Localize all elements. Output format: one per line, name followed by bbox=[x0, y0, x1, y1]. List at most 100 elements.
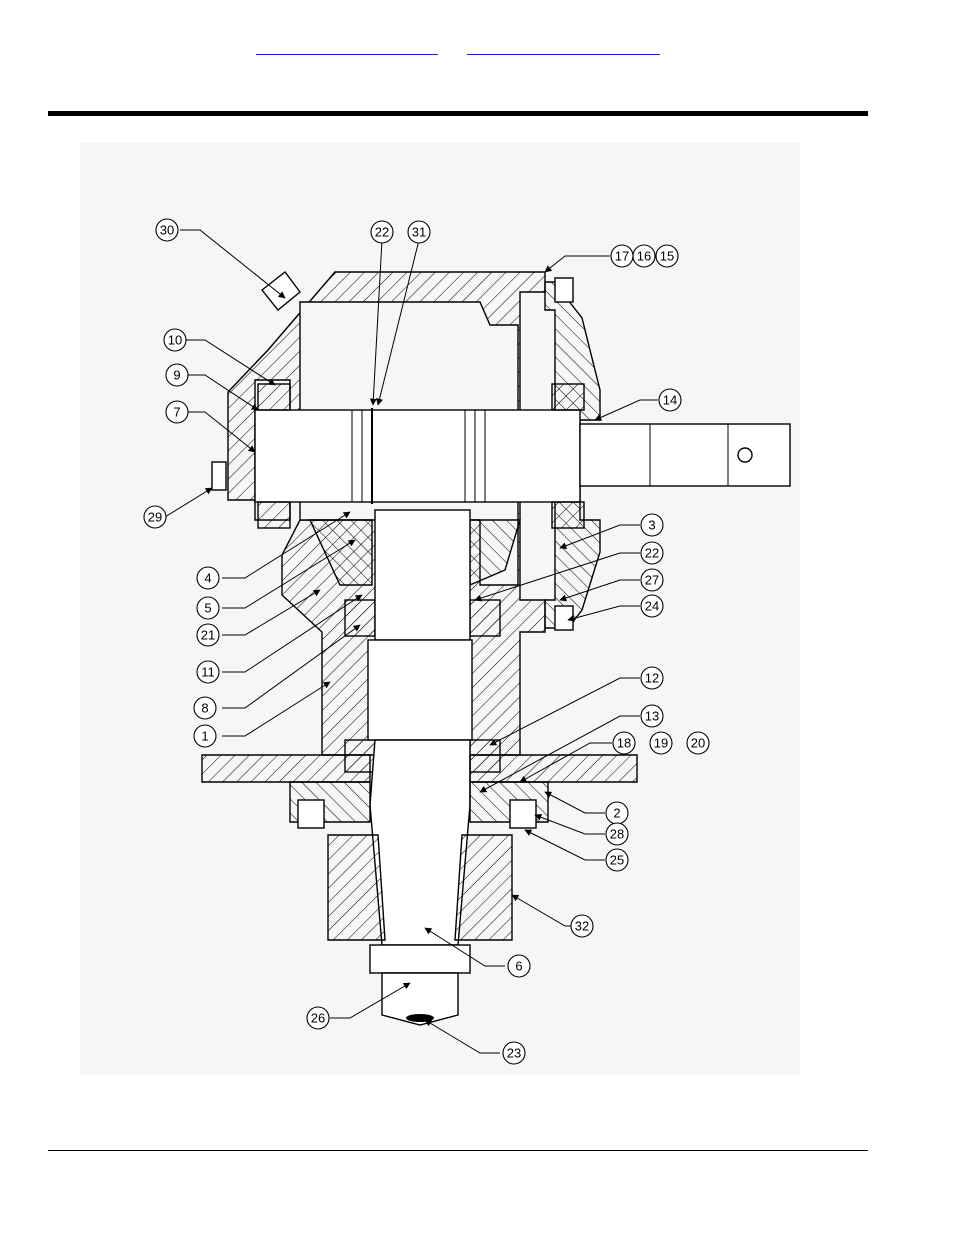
callout-21: 21 bbox=[196, 623, 220, 647]
header-link-2[interactable] bbox=[467, 38, 660, 55]
callout-label: 22 bbox=[645, 546, 659, 561]
callout-11: 11 bbox=[196, 660, 220, 684]
callout-label: 21 bbox=[201, 628, 215, 643]
callout-bubble bbox=[570, 914, 594, 938]
callout-bubble bbox=[640, 594, 664, 618]
callout-bubble bbox=[143, 505, 167, 529]
callout-4: 4 bbox=[196, 566, 220, 590]
footer-rule bbox=[48, 1150, 868, 1151]
callout-7: 7 bbox=[165, 400, 189, 424]
callout-label: 23 bbox=[507, 1046, 521, 1061]
callout-29: 29 bbox=[143, 505, 167, 529]
callout-bubble bbox=[640, 541, 664, 565]
callout-bubble bbox=[649, 731, 673, 755]
callout-27: 27 bbox=[640, 568, 664, 592]
callout-bubble bbox=[640, 666, 664, 690]
callout-bubble bbox=[196, 660, 220, 684]
callout-32: 32 bbox=[570, 914, 594, 938]
callout-label: 29 bbox=[148, 510, 162, 525]
callout-17: 17 bbox=[610, 244, 634, 268]
callout-bubble bbox=[196, 623, 220, 647]
callout-label: 3 bbox=[648, 518, 655, 533]
callout-2: 2 bbox=[605, 801, 629, 825]
header-rule bbox=[48, 111, 868, 116]
callout-label: 1 bbox=[201, 729, 208, 744]
callout-23: 23 bbox=[502, 1041, 526, 1065]
callout-label: 11 bbox=[201, 665, 215, 680]
output-shaft bbox=[367, 509, 473, 1026]
callout-9: 9 bbox=[165, 363, 189, 387]
callout-22: 22 bbox=[640, 541, 664, 565]
callout-bubble bbox=[640, 568, 664, 592]
bevel-gear bbox=[308, 519, 521, 587]
callout-12: 12 bbox=[640, 666, 664, 690]
blade-hub bbox=[327, 834, 513, 941]
callout-25: 25 bbox=[605, 848, 629, 872]
callout-label: 16 bbox=[637, 249, 651, 264]
callout-bubble bbox=[612, 731, 636, 755]
mounting-flange bbox=[201, 754, 638, 829]
callout-bubble bbox=[165, 363, 189, 387]
callout-bubble bbox=[193, 696, 217, 720]
callout-label: 14 bbox=[663, 393, 677, 408]
callout-label: 30 bbox=[160, 223, 174, 238]
callout-13: 13 bbox=[640, 704, 664, 728]
callout-bubble bbox=[686, 731, 710, 755]
callout-bubble bbox=[605, 822, 629, 846]
callout-label: 18 bbox=[617, 736, 631, 751]
leader-lines bbox=[164, 229, 658, 1054]
callout-20: 20 bbox=[686, 731, 710, 755]
callout-label: 17 bbox=[615, 249, 629, 264]
callout-16: 16 bbox=[632, 244, 656, 268]
callout-18: 18 bbox=[612, 731, 636, 755]
callout-30: 30 bbox=[155, 218, 179, 242]
callout-bubble bbox=[196, 596, 220, 620]
callout-label: 31 bbox=[412, 225, 426, 240]
callout-label: 2 bbox=[613, 806, 620, 821]
callout-bubble bbox=[605, 848, 629, 872]
callout-bubble bbox=[640, 704, 664, 728]
callout-label: 9 bbox=[173, 368, 180, 383]
callout-31: 31 bbox=[407, 220, 431, 244]
callout-label: 12 bbox=[645, 671, 659, 686]
callout-28: 28 bbox=[605, 822, 629, 846]
callout-label: 10 bbox=[168, 333, 182, 348]
callout-label: 13 bbox=[645, 709, 659, 724]
callout-bubble bbox=[370, 220, 394, 244]
callout-label: 20 bbox=[691, 736, 705, 751]
callout-label: 5 bbox=[204, 601, 211, 616]
callout-label: 8 bbox=[201, 701, 208, 716]
callout-26: 26 bbox=[306, 1006, 330, 1030]
callout-label: 22 bbox=[375, 225, 389, 240]
callout-24: 24 bbox=[640, 594, 664, 618]
callout-3: 3 bbox=[640, 513, 664, 537]
callout-bubble bbox=[165, 400, 189, 424]
callout-bubble bbox=[507, 954, 531, 978]
callout-15: 15 bbox=[655, 244, 679, 268]
callout-14: 14 bbox=[658, 388, 682, 412]
callout-bubble bbox=[658, 388, 682, 412]
callout-label: 28 bbox=[610, 827, 624, 842]
header-link-1[interactable] bbox=[256, 38, 438, 55]
callout-label: 24 bbox=[645, 599, 659, 614]
callout-bubble bbox=[610, 244, 634, 268]
input-shaft bbox=[254, 408, 791, 504]
callout-label: 15 bbox=[660, 249, 674, 264]
callout-label: 27 bbox=[645, 573, 659, 588]
callout-bubble bbox=[163, 328, 187, 352]
callout-5: 5 bbox=[196, 596, 220, 620]
callout-bubble bbox=[407, 220, 431, 244]
plug-and-vent bbox=[211, 271, 301, 491]
callout-bubble bbox=[640, 513, 664, 537]
callout-bubble bbox=[196, 566, 220, 590]
callout-bubble bbox=[155, 218, 179, 242]
callout-bubble bbox=[655, 244, 679, 268]
callout-bubble bbox=[502, 1041, 526, 1065]
callout-22: 22 bbox=[370, 220, 394, 244]
callout-bubble bbox=[306, 1006, 330, 1030]
callout-8: 8 bbox=[193, 696, 217, 720]
callout-bubble bbox=[193, 724, 217, 748]
callout-label: 32 bbox=[575, 919, 589, 934]
callout-label: 6 bbox=[515, 959, 522, 974]
